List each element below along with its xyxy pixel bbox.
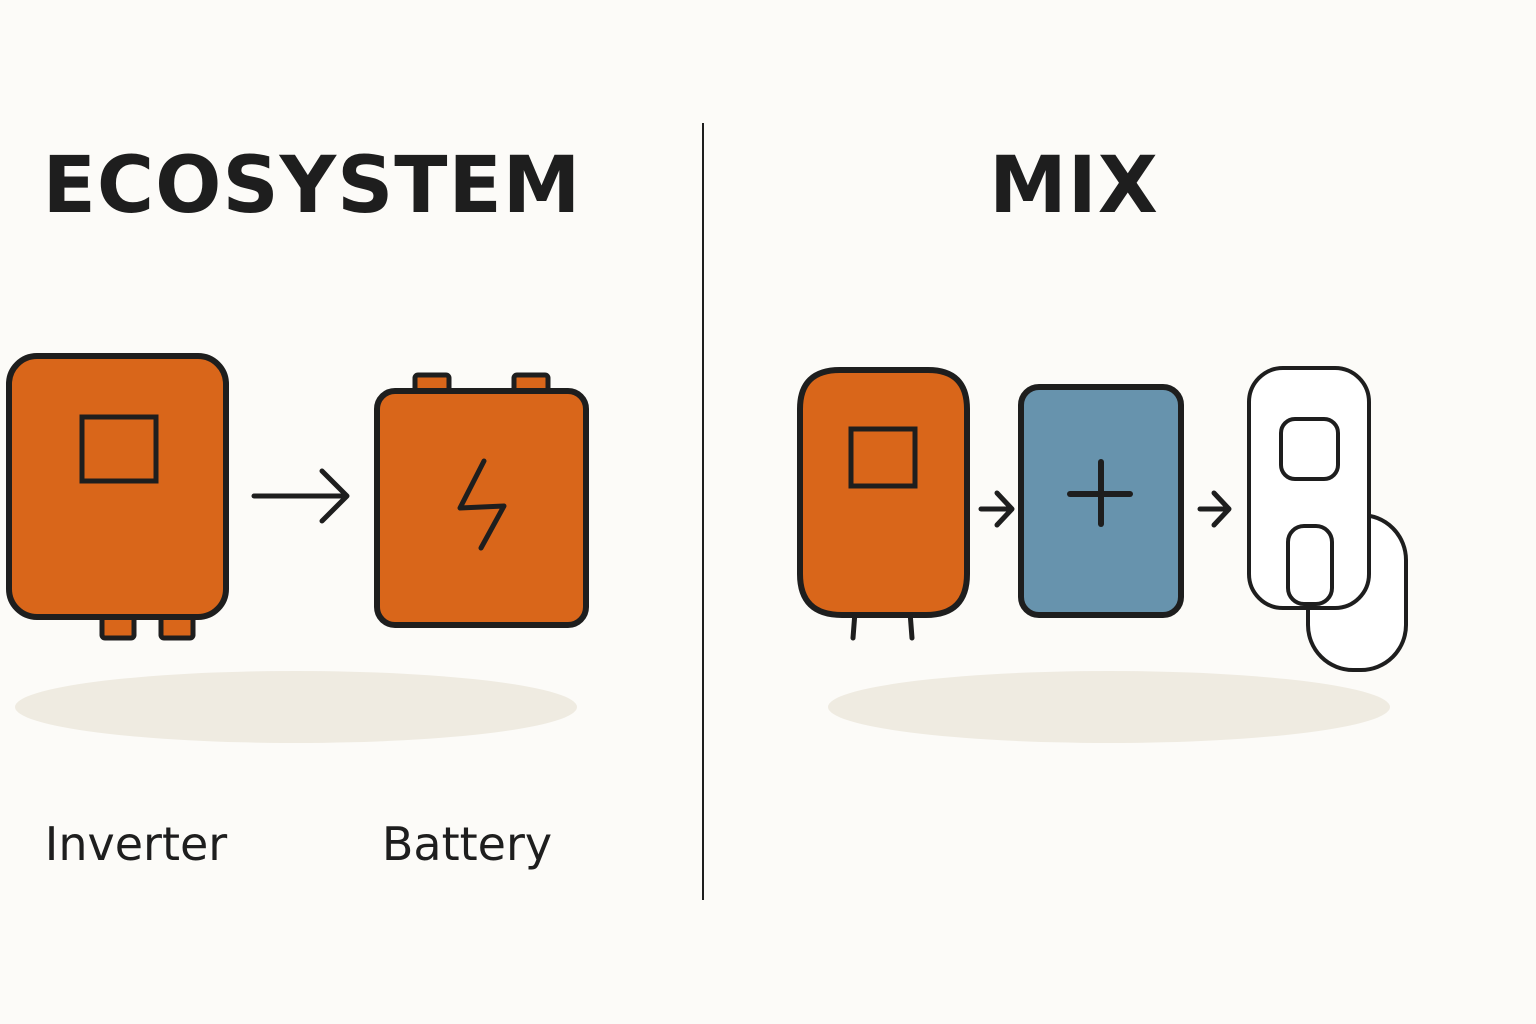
arrow-right-icon-1 xyxy=(978,490,1015,528)
ev-charger-icon xyxy=(1247,366,1408,672)
arrow-right-icon xyxy=(251,468,350,524)
mix-title: MIX xyxy=(989,141,1159,231)
ecosystem-floor-shadow xyxy=(15,671,577,743)
arrow-right-icon-2 xyxy=(1197,490,1232,528)
ecosystem-panel: ECOSYSTEM Inverter xyxy=(6,141,589,871)
battery-bolt-icon xyxy=(374,372,589,628)
mix-inverter-icon xyxy=(797,367,970,641)
inverter-label: Inverter xyxy=(45,817,227,871)
ecosystem-title: ECOSYSTEM xyxy=(43,141,582,231)
inverter-icon xyxy=(6,353,229,641)
mix-floor-shadow xyxy=(828,671,1390,743)
lightning-bolt-icon xyxy=(457,458,507,551)
mix-panel: MIX xyxy=(797,141,1408,743)
battery-label: Battery xyxy=(382,817,552,871)
battery-plus-icon xyxy=(1018,384,1184,618)
